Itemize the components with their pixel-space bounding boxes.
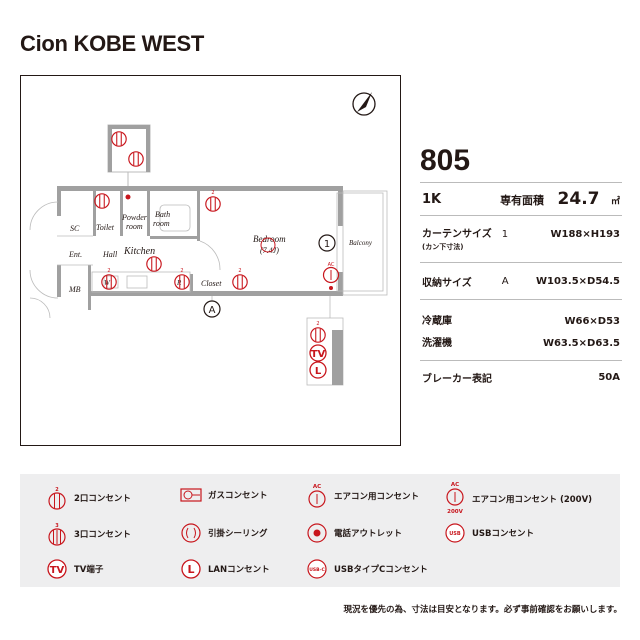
room-label-bath: Bath: [155, 210, 170, 219]
room-label-bedroom: Bedroom: [253, 234, 286, 244]
usb-icon: USB: [445, 523, 465, 543]
outlet-2-icon: 2: [48, 487, 66, 510]
svg-text:TV: TV: [50, 565, 65, 576]
svg-text:2: 2: [107, 268, 110, 274]
floor-plan-frame: [20, 75, 401, 446]
phone-outlet-icon: [125, 194, 131, 200]
room-label-closet: Closet: [201, 279, 222, 288]
room-number: 805: [420, 144, 471, 177]
fridge-label: 冷蔵庫: [422, 316, 452, 327]
svg-text:L: L: [315, 366, 322, 377]
svg-text:200V: 200V: [447, 509, 463, 515]
storage-label: 収納サイズ: [422, 277, 472, 289]
compass-icon: [352, 92, 376, 116]
room-label-balcony: Balcony: [349, 239, 373, 247]
tv-icon: TV: [47, 559, 67, 579]
svg-text:2: 2: [316, 321, 319, 327]
storage-marker: [203, 300, 221, 318]
svg-text:2: 2: [211, 190, 214, 196]
svg-text:USB: USB: [449, 531, 461, 537]
svg-text:USB-C: USB-C: [309, 567, 325, 573]
room-label-toilet: Toilet: [96, 223, 115, 232]
unit-info-panel: 805 1K 専有面積 24.7 ㎡ カーテンサイズ 1 W188×H193 (カン…: [420, 140, 622, 393]
svg-text:2: 2: [55, 487, 59, 493]
storage-marker: A: [501, 275, 509, 287]
breaker-value: 50A: [598, 371, 620, 383]
ac-outlet-icon: AC: [308, 484, 326, 508]
disclaimer-note: 現況を優先の為、寸法は目安となります。必ず事前確認をお願いします。: [343, 605, 622, 615]
room-label-powder-2: room: [126, 222, 143, 231]
gas-outlet-icon: [180, 488, 202, 502]
legend-phone: 電話アウトレット: [306, 522, 402, 544]
svg-text:AC: AC: [313, 484, 321, 490]
walls: [57, 186, 343, 310]
storage-marker-label: A: [209, 305, 216, 316]
floor-plan: Toilet Powder room Bath room SC Ent. Hal…: [29, 92, 388, 386]
svg-text:AC: AC: [328, 262, 335, 268]
curtain-sub: (カン下寸法): [422, 243, 464, 251]
room-size-bedroom: (7.4J): [260, 246, 279, 255]
svg-text:TV: TV: [311, 349, 326, 360]
svg-text:2: 2: [238, 268, 241, 274]
phone-outlet-icon: [307, 523, 327, 543]
curtain-marker: [318, 234, 336, 252]
legend-gas: ガスコンセント: [180, 488, 268, 502]
fridge-label: R: [176, 279, 182, 287]
outlet-3-icon: 3: [48, 523, 66, 546]
washer-label: W: [104, 279, 111, 287]
curtain-value: W188×H193: [550, 229, 620, 240]
breaker-label: ブレーカー表記: [422, 373, 492, 385]
svg-text:L: L: [187, 563, 194, 576]
room-label-hall: Hall: [102, 250, 118, 259]
room-label-kitchen: Kitchen: [123, 246, 155, 257]
storage-value: W103.5×D54.5: [535, 275, 620, 287]
room-label-powder: Powder: [121, 213, 148, 222]
room-label-sc: SC: [70, 224, 80, 233]
area-label: 専有面積: [500, 194, 545, 207]
curtain-marker: 1: [501, 229, 509, 240]
layout-type: 1K: [422, 191, 442, 207]
area-unit: ㎡: [610, 197, 620, 207]
washer-label: 洗濯機: [422, 338, 452, 349]
curtain-label: カーテンサイズ: [422, 229, 492, 240]
ceiling-icon: [181, 523, 201, 543]
legend-ceiling: 引掛シーリング: [180, 522, 268, 544]
plan-outlets: 2 2 2 2 AC 2 TV L: [94, 190, 340, 379]
lan-icon: L: [181, 559, 201, 579]
room-label-mb: MB: [68, 285, 81, 294]
fridge-value: W66×D53: [564, 316, 620, 327]
area-value: 24.7: [557, 189, 600, 209]
washer-value: W63.5×D63.5: [542, 338, 620, 349]
curtain-marker-label: 1: [324, 239, 330, 250]
room-label-ent: Ent.: [68, 250, 82, 259]
svg-text:AC: AC: [451, 482, 459, 488]
property-title: Cion KOBE WEST: [20, 31, 205, 56]
svg-text:2: 2: [180, 268, 183, 274]
ceiling-icon: [260, 237, 276, 253]
ac-200v-outlet-icon: AC 200V: [446, 482, 464, 515]
svg-text:3: 3: [55, 523, 59, 529]
room-label-bath-2: room: [153, 219, 170, 228]
usb-c-icon: USB-C: [307, 559, 327, 579]
